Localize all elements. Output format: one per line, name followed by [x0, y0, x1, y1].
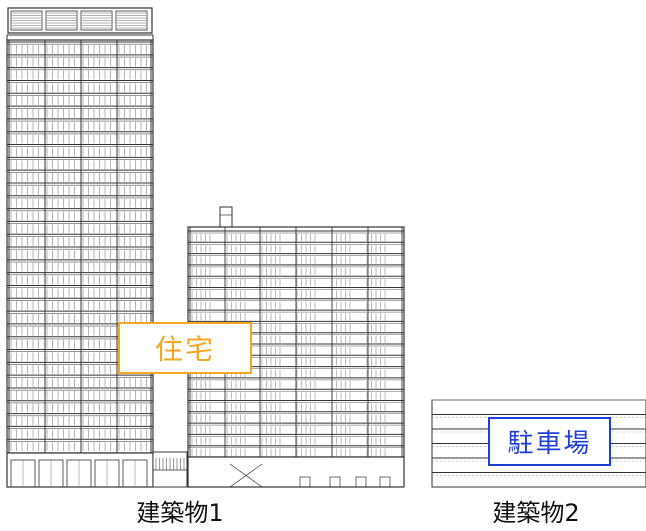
tower-building-elevation [6, 7, 154, 488]
building-1-caption: 建築物1 [136, 499, 224, 527]
tower-parapet [6, 34, 154, 41]
midrise-roof-stair [219, 206, 233, 228]
midrise-base [187, 456, 405, 488]
housing-label: 住宅 [118, 322, 252, 374]
midrise-entrance [299, 476, 311, 488]
building-2-caption: 建築物2 [492, 499, 580, 527]
midrise-entrance [379, 476, 391, 488]
midrise-entrance [329, 476, 341, 488]
midrise-building-elevation [187, 206, 405, 488]
midrise-entrance [355, 476, 367, 488]
midrise-base-brace [229, 463, 263, 488]
tower-base [6, 452, 154, 488]
connecting-podium [152, 451, 188, 488]
parking-label: 駐車場 [488, 417, 611, 466]
